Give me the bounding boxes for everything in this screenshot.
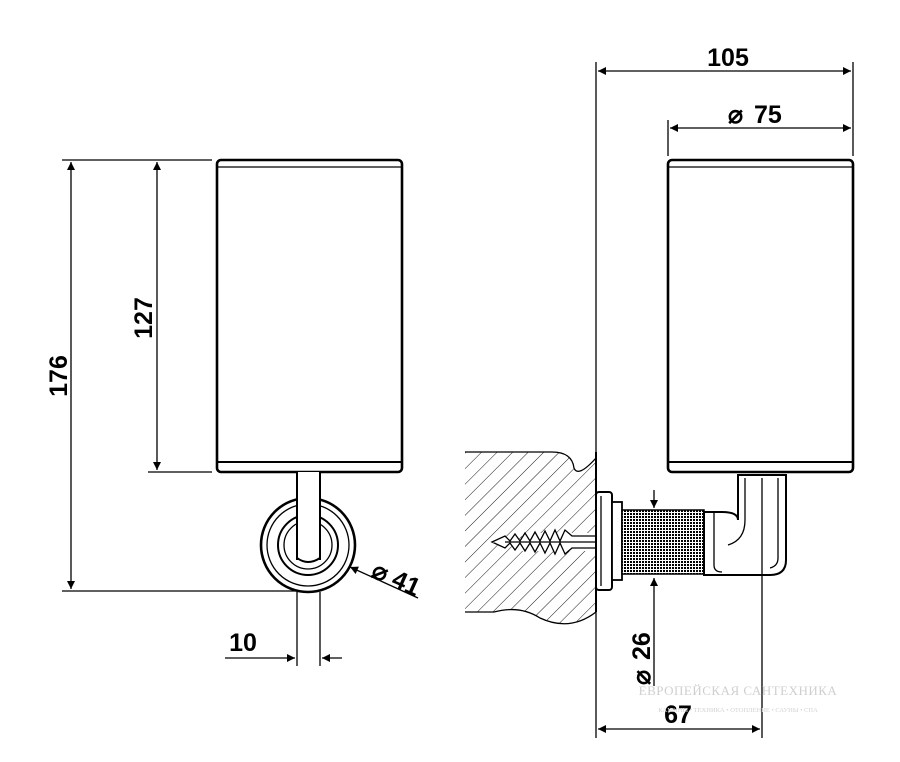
dim-wall-offset-label: 67 [664,701,692,729]
dim-total-depth-label: 105 [707,44,749,72]
dim-cup-height: 127 [130,162,212,473]
watermark-subtitle: КАМИНЫ • ТЕХНИКА • ОТОПЛЕНИЕ • САУНЫ • С… [658,707,818,714]
dim-total-depth: 105 [595,44,854,452]
dim-wall-offset: 67 [595,478,763,738]
front-view [215,158,404,594]
side-cup-body [666,158,855,474]
rosette-diameter-symbol: ⌀ [628,670,656,685]
flange-diameter-symbol: ⌀ [368,556,393,588]
dim-total-height-label: 176 [45,355,73,397]
dim-stem-width-label: 10 [229,629,257,657]
front-cup-body [215,158,404,474]
rosette-plate [595,491,613,591]
cup-diameter-symbol: ⌀ [728,101,743,129]
rosette-collar [611,501,623,581]
watermark-title: ЕВРОПЕЙСКАЯ САНТЕХНИКА [639,683,838,698]
knurled-ring [621,509,705,575]
dim-cup-diameter: ⌀ 75 [667,101,851,156]
side-view [465,158,855,625]
dim-cup-height-label: 127 [130,297,158,339]
dim-stem-width: 10 [225,592,342,666]
dim-rosette-diameter: ⌀ 26 [628,490,658,686]
wall-anchor [490,528,601,556]
dim-total-height: 176 [45,159,300,592]
dim-flange-diameter: ⌀ 41 [349,556,425,602]
dim-rosette-diameter-label: 26 [628,632,656,660]
dim-cup-diameter-label: 75 [754,101,782,129]
dim-flange-diameter-label: 41 [388,565,425,602]
